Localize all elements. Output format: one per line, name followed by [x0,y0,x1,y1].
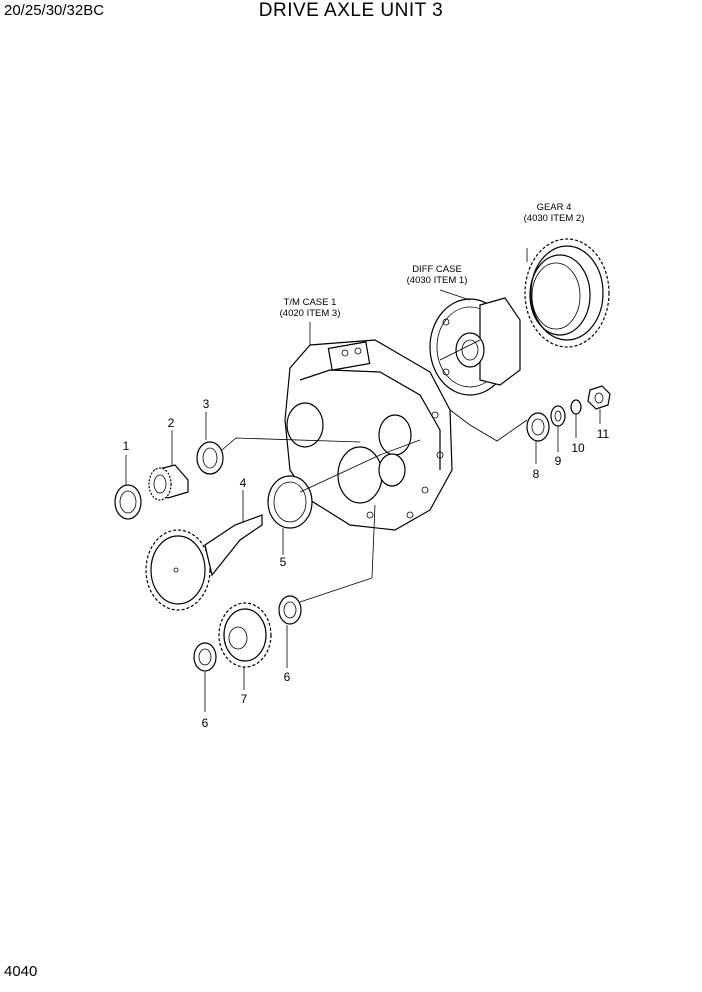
part-6-bearing-upper [278,595,302,625]
diff-case-label: DIFF CASE [412,264,462,275]
callout-11: 11 [597,427,610,441]
gear-4-ring-gear [524,238,610,348]
callout-2: 2 [168,416,175,430]
model-label: 20/25/30/32BC [4,2,105,19]
callout-4: 4 [240,476,247,490]
part-2-pinion-shaft [148,464,189,501]
part-5-seal [267,475,313,529]
part-9-washer [550,405,566,427]
callout-6-upper: 6 [284,670,291,684]
part-4-counter-gear [145,514,263,611]
leader-lines [125,248,601,712]
tm-case [284,339,453,531]
tm-case-item: (4020 ITEM 3) [280,308,341,319]
part-8-bearing [526,412,550,442]
part-6-bearing-lower [193,642,217,672]
diff-case [429,297,521,396]
part-11-nut [587,385,611,410]
page-title: DRIVE AXLE UNIT 3 [258,0,444,21]
page-number: 4040 [4,963,38,980]
callout-1: 1 [123,439,130,453]
callout-9: 9 [555,454,562,468]
callout-3: 3 [203,397,210,411]
gear4-item: (4030 ITEM 2) [524,213,585,224]
callout-8: 8 [533,467,540,481]
gear4-label: GEAR 4 [537,202,572,213]
callout-5: 5 [280,555,287,569]
diff-case-item: (4030 ITEM 1) [407,275,468,286]
part-1-bearing [114,484,142,520]
part-7-idle-gear [218,602,272,668]
callout-10: 10 [571,441,585,455]
callout-7: 7 [241,692,248,706]
tm-case-label: T/M CASE 1 [284,297,337,308]
part-3-bearing [196,441,224,475]
callout-6-lower: 6 [202,716,209,730]
part-10-snap-ring [570,399,582,415]
